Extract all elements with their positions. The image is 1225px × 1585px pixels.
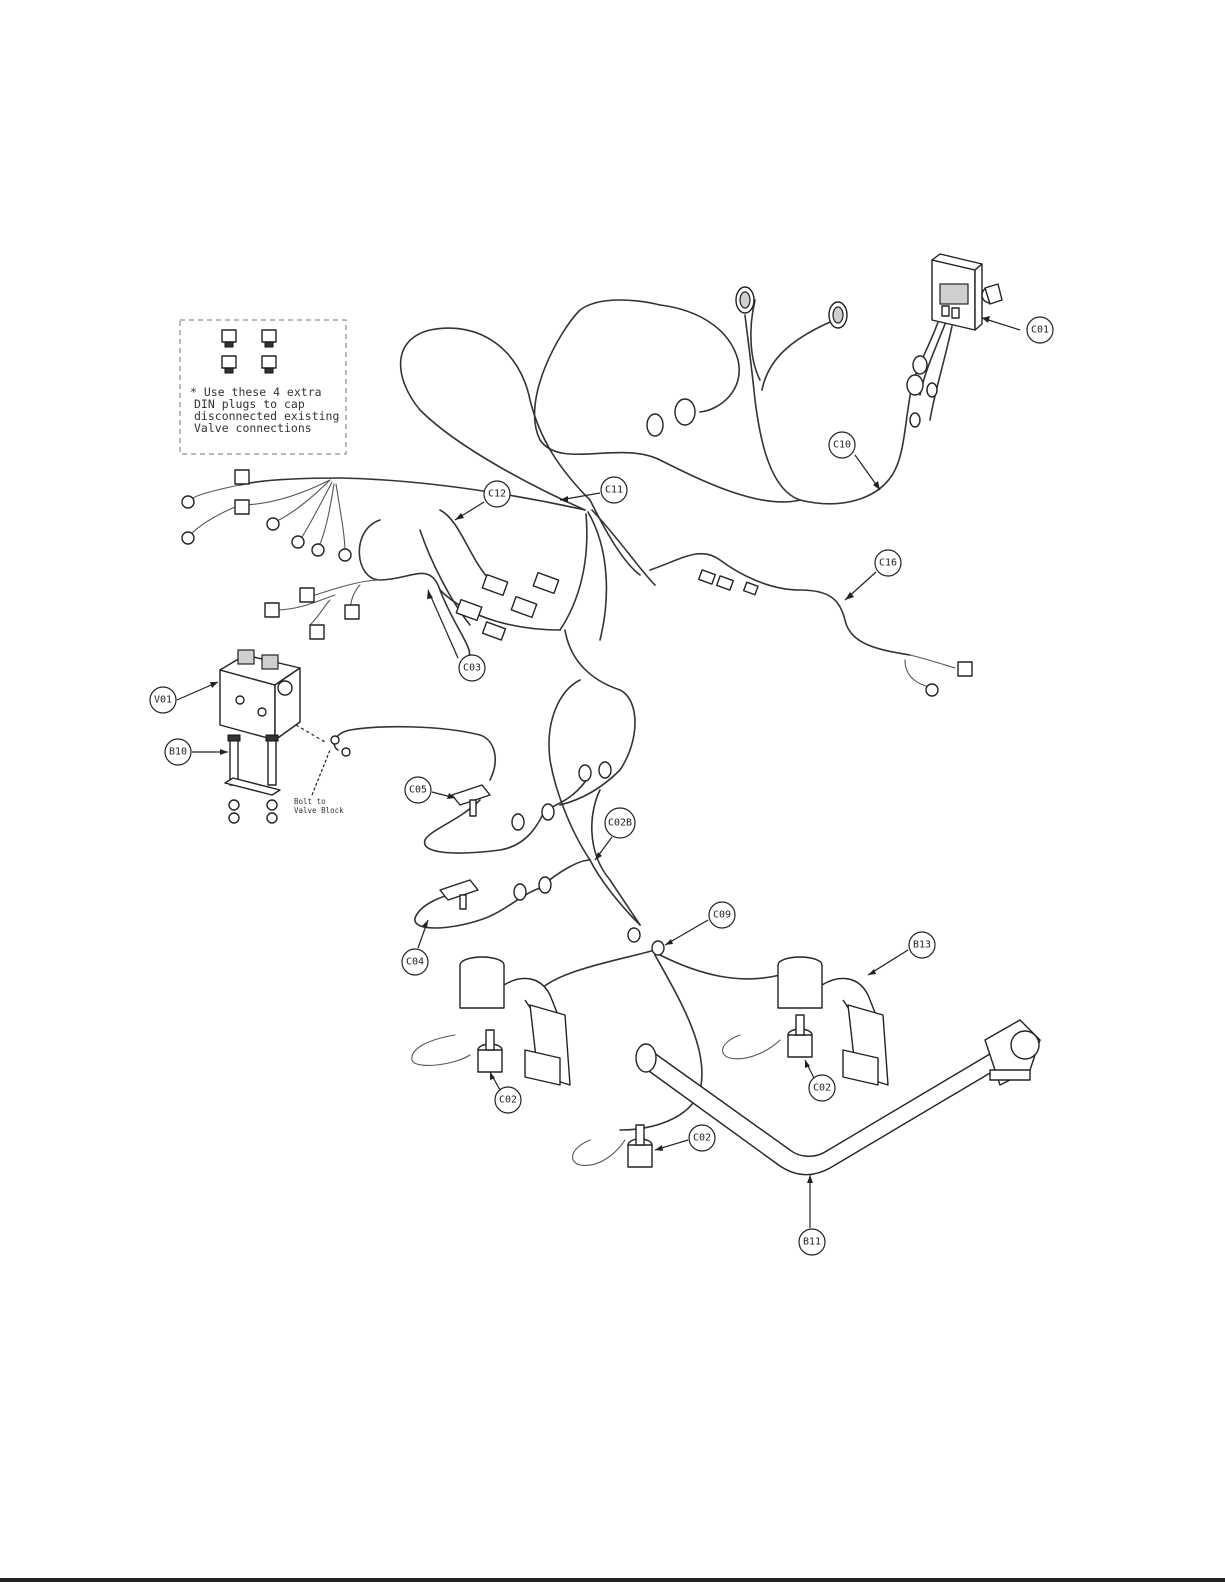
bolt-note-line-1: Bolt to	[294, 797, 326, 806]
callout-c09-label: C09	[713, 910, 731, 921]
controller-box	[932, 254, 1002, 330]
callout-c03-label: C03	[463, 663, 481, 674]
callout-c16-label: C16	[879, 558, 897, 569]
callout-c02-right-label: C02	[813, 1083, 831, 1094]
din-plug-note-box: * Use these 4 extra DIN plugs to cap dis…	[180, 320, 346, 454]
cylinder-assembly-right	[778, 957, 888, 1085]
callout-c02-left-label: C02	[499, 1095, 517, 1106]
callout-v01-label: V01	[154, 695, 172, 706]
callout-c04-label: C04	[406, 957, 424, 968]
callout-c11-label: C11	[605, 485, 623, 496]
callout-c12-label: C12	[488, 489, 506, 500]
din-plugs	[182, 470, 972, 696]
callout-b10-label: B10	[169, 747, 187, 758]
callout-c10-label: C10	[833, 440, 851, 451]
cylinder-assembly-left	[460, 957, 570, 1085]
din-plug-icon	[222, 330, 276, 373]
callout-c05-label: C05	[409, 785, 427, 796]
callout-c02-bottom-label: C02	[693, 1133, 711, 1144]
bottom-rule	[0, 1578, 1225, 1582]
sensor-c02-bottom	[628, 1125, 652, 1167]
callout-b11-label: B11	[803, 1237, 821, 1248]
note-line-4: Valve connections	[194, 421, 312, 435]
valve-block	[220, 650, 300, 740]
callout-c01-label: C01	[1031, 325, 1049, 336]
round-connectors	[647, 287, 937, 436]
bolt-note-line-2: Valve Block	[294, 806, 344, 815]
sensors	[440, 762, 664, 955]
callout-b13-label: B13	[913, 940, 931, 951]
rect-connectors	[456, 570, 758, 640]
callout-c02b-label: C02B	[608, 818, 632, 829]
